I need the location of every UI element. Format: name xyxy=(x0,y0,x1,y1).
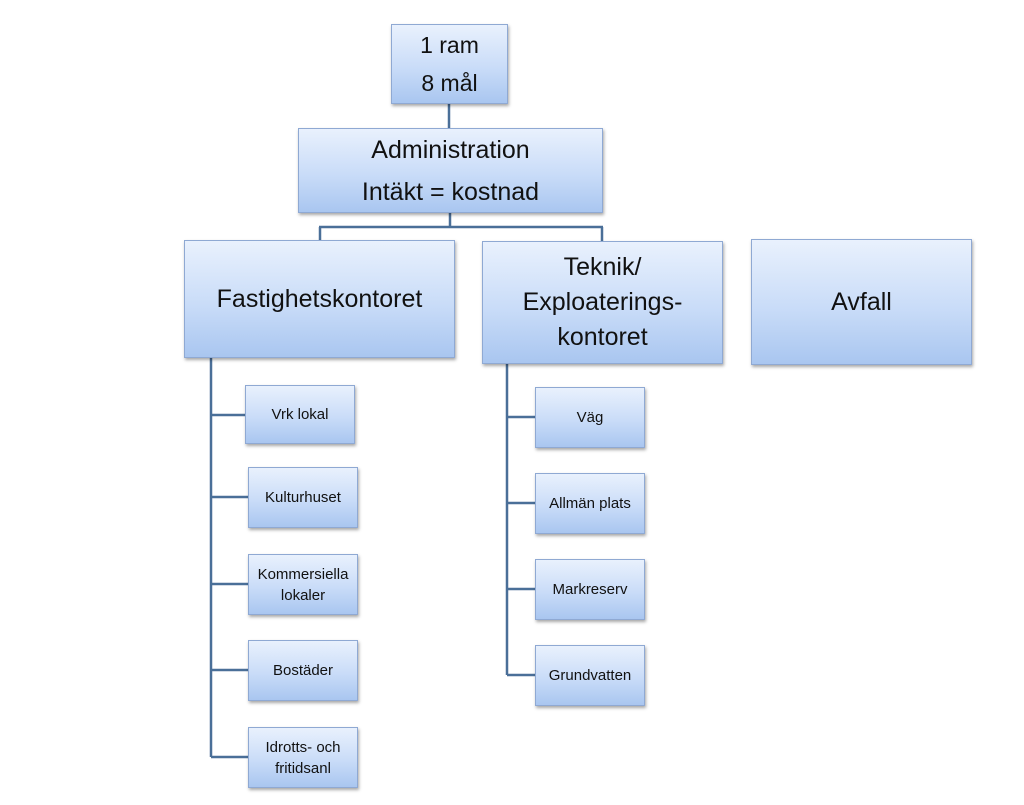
node-kulturhuset: Kulturhuset xyxy=(248,467,358,528)
node-teknik-exploateringskontoret: Teknik/ Exploaterings- kontoret xyxy=(482,241,723,364)
node-mal-label: 8 mål xyxy=(421,70,478,96)
node-avfall-label: Avfall xyxy=(831,287,892,316)
node-markreserv: Markreserv xyxy=(535,559,645,620)
node-avfall: Avfall xyxy=(751,239,972,365)
node-kommersiella-lokaler: Kommersiella lokaler xyxy=(248,554,358,615)
node-administration: Administration Intäkt = kostnad xyxy=(298,128,603,213)
node-grundvatten-label: Grundvatten xyxy=(548,667,632,684)
node-vag: Väg xyxy=(535,387,645,448)
node-intakt-kostnad-label: Intäkt = kostnad xyxy=(361,177,540,206)
node-teknik-line-2: Exploaterings- xyxy=(522,288,683,316)
node-administration-label: Administration xyxy=(371,135,530,164)
node-markreserv-label: Markreserv xyxy=(552,581,628,598)
node-allman-plats: Allmän plats xyxy=(535,473,645,534)
node-idrotts-och-fritidsanl: Idrotts- och fritidsanl xyxy=(248,727,358,788)
node-ram-label: 1 ram xyxy=(420,32,479,58)
node-ram-mal: 1 ram 8 mål xyxy=(391,24,508,104)
node-bostader: Bostäder xyxy=(248,640,358,701)
node-allman-plats-label: Allmän plats xyxy=(549,495,631,512)
node-vag-label: Väg xyxy=(576,409,604,426)
node-kommersiella-line-1: Kommersiella xyxy=(257,565,349,583)
node-fastighetskontoret-label: Fastighetskontoret xyxy=(216,284,423,313)
node-idrotts-line-2: fritidsanl xyxy=(275,759,331,777)
node-kulturhuset-label: Kulturhuset xyxy=(265,489,341,506)
node-bostader-label: Bostäder xyxy=(272,662,334,679)
node-vrk-lokal: Vrk lokal xyxy=(245,385,355,444)
node-fastighetskontoret: Fastighetskontoret xyxy=(184,240,455,358)
node-teknik-line-1: Teknik/ xyxy=(563,253,642,281)
node-grundvatten: Grundvatten xyxy=(535,645,645,706)
node-teknik-line-3: kontoret xyxy=(557,323,648,351)
node-kommersiella-line-2: lokaler xyxy=(280,586,326,604)
node-vrk-lokal-label: Vrk lokal xyxy=(271,406,329,423)
node-idrotts-line-1: Idrotts- och xyxy=(265,738,341,756)
